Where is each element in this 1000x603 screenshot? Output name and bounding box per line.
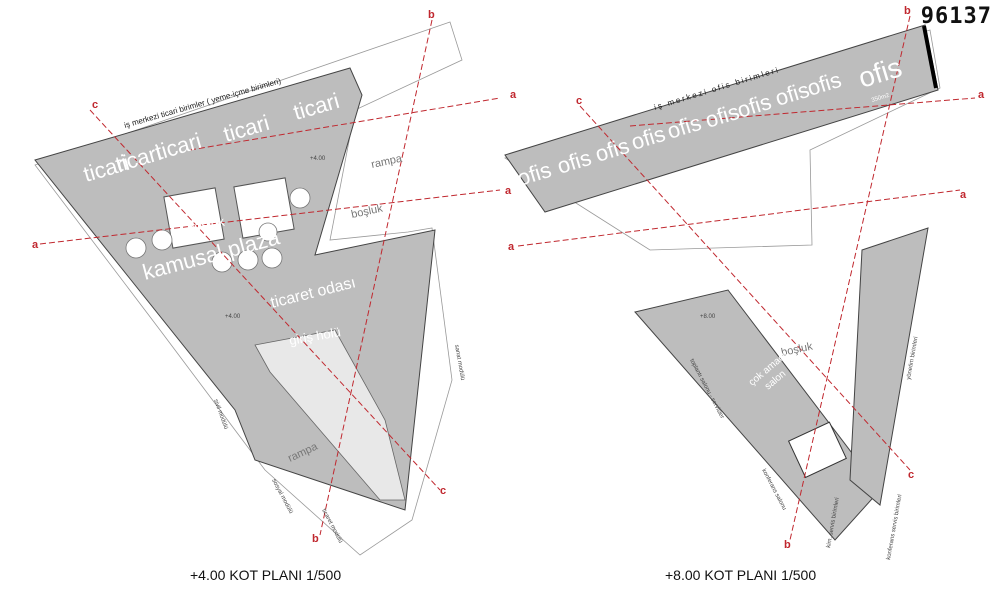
svg-text:c: c xyxy=(576,95,582,107)
left-side-label-4: sanat modülü xyxy=(453,344,465,381)
right-section-lines xyxy=(517,15,976,541)
svg-text:c: c xyxy=(908,469,914,481)
left-plan: a a b b c c a iş merkezi ticari birimler… xyxy=(32,9,517,556)
right-core xyxy=(787,421,847,479)
ofis-area-label: 350m2 xyxy=(871,93,891,104)
svg-text:a: a xyxy=(508,241,515,253)
svg-text:a: a xyxy=(960,189,967,201)
right-plan: a a b b c c a iş merkezi ofis birimleri … xyxy=(504,5,985,560)
svg-text:b: b xyxy=(784,539,791,551)
left-site-outline xyxy=(34,21,463,556)
left-side-label-3: ticaret modülü xyxy=(320,508,343,544)
plan-caption-left: +4.00 KOT PLANI 1/500 xyxy=(190,567,342,583)
left-side-label-2: sosyal modülü xyxy=(270,478,293,515)
svg-text:a: a xyxy=(505,185,512,197)
left-void-1 xyxy=(163,187,225,249)
bosluk-label-1: boşluk xyxy=(242,180,282,201)
left-trees xyxy=(125,187,311,273)
svg-text:a: a xyxy=(978,89,985,101)
svg-text:a: a xyxy=(510,89,517,101)
svg-text:b: b xyxy=(428,9,435,21)
right-side-label-b: konferans servis birimleri xyxy=(886,494,903,560)
left-circulation xyxy=(254,329,406,501)
left-section-lines xyxy=(39,19,501,536)
left-section-markers: a a b b c c a xyxy=(32,9,517,545)
svg-text:a: a xyxy=(32,239,39,251)
right-tall-wing xyxy=(849,227,929,506)
right-lower-wing xyxy=(634,289,881,541)
svg-text:b: b xyxy=(904,5,911,17)
right-site-outline xyxy=(504,29,941,251)
right-level: +8.00 xyxy=(700,314,716,320)
plan-caption-right: +8.00 KOT PLANI 1/500 xyxy=(665,567,817,583)
left-side-label-1: sivil modülü xyxy=(212,399,228,431)
svg-text:c: c xyxy=(92,99,98,111)
left-level-b: +4.00 xyxy=(225,314,241,320)
project-code: 96137 xyxy=(920,4,992,29)
bosluk-label-3: boşluk xyxy=(350,202,384,220)
svg-text:c: c xyxy=(440,485,446,497)
left-level-a: +4.00 xyxy=(310,156,326,162)
rampa-label-1: rampa xyxy=(370,153,404,171)
bosluk-label-2: boşluk xyxy=(186,214,226,235)
svg-text:b: b xyxy=(312,533,319,545)
right-section-markers: a a b b c c a xyxy=(508,5,985,551)
